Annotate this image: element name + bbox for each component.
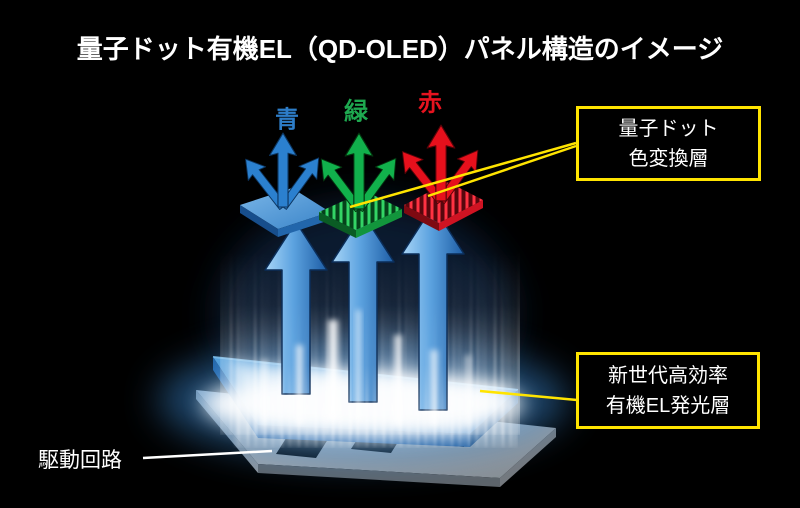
blue-emission-label: 青 [275, 106, 299, 134]
quantum-dot-layer-callout-line2: 色変換層 [628, 147, 709, 170]
quantum-dot-layer-callout: 量子ドット 色変換層 [576, 106, 761, 181]
drive-circuit-label: 駆動回路 [38, 449, 122, 472]
red-emission-label: 赤 [418, 89, 442, 117]
qd-layer-callout-line [349, 141, 577, 209]
callout-lines [349, 141, 578, 402]
el-emission-layer-callout: 新世代高効率 有機EL発光層 [576, 352, 760, 429]
green-emission-label: 緑 [344, 98, 368, 126]
el-layer-callout-line [479, 389, 578, 402]
quantum-dot-layer-callout-line1: 量子ドット [618, 117, 719, 140]
el-emission-layer-callout-line1: 新世代高効率 [608, 364, 728, 387]
emission-light-streaks [232, 298, 518, 448]
drive-circuit-callout-line [142, 449, 273, 460]
el-emission-layer-callout-line2: 有機EL発光層 [605, 394, 731, 417]
page-title: 量子ドット有機EL（QD-OLED）パネル構造のイメージ [76, 34, 724, 64]
qd-layer-callout-line [427, 144, 577, 198]
